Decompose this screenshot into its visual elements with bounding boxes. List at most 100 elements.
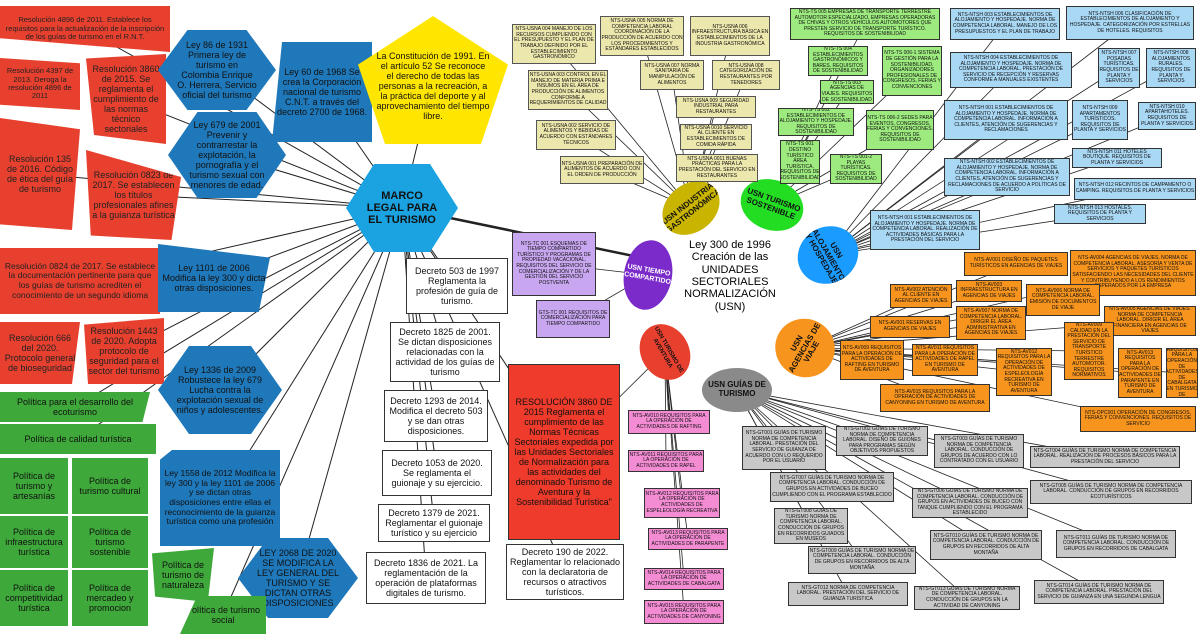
green-node-competitividad: Política de competitividad turística — [0, 570, 68, 626]
nts-av003: NTS-AV003 INFRAESTRUCTURA EN AGENCIAS DE… — [956, 280, 1022, 302]
connector-11 — [219, 207, 403, 499]
nts-usna-008: NTS-USNA 008 CATEGORIZACIÓN DE RESTAURAN… — [712, 60, 780, 90]
nts-gt013: NTS-GT013 GUÍAS DE TURISMO NORMA DE COMP… — [914, 586, 1020, 610]
nts-av011: NTS-AV011 REQUISITOS PARA LA OPERACIÓN D… — [912, 344, 978, 376]
usn-guias: USN GUÍAS DE TURISMO — [702, 368, 772, 412]
decreto-1293: Decreto 1293 de 2014. Modifica el decret… — [384, 390, 488, 442]
nts-ntsh-010: NTS-NTSH 010 APARTAHOTELES. REQUISITOS D… — [1138, 102, 1196, 130]
nts-gt011: NTS-GT011 GUÍAS DE TURISMO NORMA DE COMP… — [1056, 530, 1176, 558]
green-node-ecoturismo: Política para el desarrollo del ecoturis… — [0, 392, 150, 422]
nts-ntsh-003: NTS-NTSH 003 ESTABLECIMIENTOS DE ALOJAMI… — [950, 8, 1060, 40]
nts-av001-diseno: NTS-AV001 DISEÑO DE PAQUETES TURÍSTICOS … — [964, 252, 1068, 276]
gts-tc-001: GTS-TC 001 REQUISITOS DE COMERCIALIZACIÓ… — [536, 300, 610, 338]
decreto-503: Decreto 503 de 1997 Reglamenta la profes… — [406, 258, 508, 314]
nts-ntsh-004: NTS-NTSH 004 ESTABLECIMIENTOS DE ALOJAMI… — [950, 52, 1072, 88]
nts-ntsh-011: NTS-NTSH 011 HOTELES BOUTIQUE. REQUISITO… — [1072, 148, 1162, 168]
connector-84 — [736, 389, 1117, 545]
green-node-naturaleza: Política de turismo de naturaleza — [152, 548, 214, 602]
nts-av011-pink: NTS-AV011 REQUISITOS PARA LA OPERACIÓN D… — [628, 450, 704, 472]
nts-usna-001: NTS-USNA 001 PREPARACIÓN DE ALIMENTOS DE… — [560, 156, 644, 184]
blue-node-ley60: Ley 60 de 1968 Se crea la Corporación na… — [272, 42, 372, 142]
green-node-infraestructura: Política de infraestructura turística — [0, 516, 68, 568]
nts-gt003: NTS-GT003 GUÍAS DE TURISMO NORMA DE COMP… — [934, 434, 1024, 468]
nts-av012: NTS-AV012 REQUISITOS PARA LA OPERACIÓN D… — [996, 348, 1052, 396]
nts-av006: NTS-AV006 NORMA DE COMPETENCIA LABORAL. … — [1026, 284, 1100, 316]
green-node-sostenible: Política de turismo sostenible — [72, 516, 148, 568]
nts-av015-pink: NTS-AV015 REQUISITOS PARA LA OPERACIÓN D… — [644, 600, 724, 624]
red-node-8: Resolución 1443 de 2020. Adopta protocol… — [84, 318, 164, 384]
nts-av013: NTS-AV013 REQUISITOS PARA LA OPERACIÓN D… — [1118, 348, 1162, 398]
nts-ntsh-008: NTS-NTSH 008 ALOJAMIENTOS RURALES. REQUI… — [1146, 48, 1196, 88]
nts-av013-pink: NTS-AV013 REQUISITOS PARA LA OPERACIÓN D… — [648, 528, 728, 550]
resolucion-3860-node: RESOLUCIÓN 3860 DE 2015 Reglamenta el cu… — [508, 364, 620, 540]
nts-av001-reservas: NTS-AV001 RESERVAS EN AGENCIAS DE VIAJES — [870, 316, 950, 338]
green-node-mercadeo: Política de mercadeo y promocion — [72, 570, 148, 626]
nts-ts-002: NTS-TS 002 ESTABLECIMIENTOS DE ALOJAMIEN… — [778, 108, 854, 136]
nts-av014-pink: NTS-AV014 REQUISITOS PARA LA OPERACIÓN D… — [644, 568, 724, 590]
nts-usna-009: NTS-USNA 009 SEGURIDAD INDUSTRIAL PARA R… — [676, 96, 756, 118]
nts-av012-pink: NTS-AV012 REQUISITOS PARA LA OPERACIÓN D… — [644, 488, 720, 518]
nts-usna-002: NTS-USNA 002 SERVICIO DE ALIMENTOS Y BEB… — [536, 120, 616, 150]
nts-av005: NTS-AV005 AGENCIAS DE VIAJES. NORMA DE C… — [1104, 306, 1196, 336]
nts-ntsh-001b: NTS-NTSH 001 ESTABLECIMIENTOS DE ALOJAMI… — [870, 210, 980, 250]
nts-gt008: NTS-GT008 GUÍAS DE TURISMO NORMA DE COMP… — [774, 508, 848, 544]
nts-opc001: NTS-OPC001 OPERACIÓN DE CONGRESOS, FERIA… — [1080, 406, 1196, 432]
nts-ts-006-1: NTS-TS 006-1 SISTEMA DE GESTIÓN PARA LA … — [882, 46, 942, 96]
nts-usna-007: NTS-USNA 007 NORMA SANITARIA DE MANIPULA… — [640, 60, 704, 90]
connector-12 — [297, 207, 403, 579]
green-node-artesanias: Política de turismo y artesanías — [0, 458, 68, 514]
nts-av009-rafting: NTS-AV009 REQUISITOS PARA LA OPERACIÓN D… — [840, 340, 904, 380]
red-node-4: Resolución 135 de 2016. Código de ética … — [0, 118, 80, 230]
nts-gt007: NTS-GT007 GUÍAS DE TURISMO NORMA DE COMP… — [770, 472, 894, 502]
nts-ntsh-001a: NTS-NTSH 001 ESTABLECIMIENTOS DE ALOJAMI… — [944, 100, 1068, 140]
green-node-cultural: Política de turismo cultural — [72, 458, 148, 514]
nts-gt012: NTS-GT012 NORMA DE COMPETENCIA LABORAL. … — [788, 582, 908, 606]
nts-av014: NTS-AV014 REQUISITOS PARA LA OPERACIÓN D… — [1166, 348, 1198, 398]
nts-gt004: NTS-GT004 GUÍAS DE TURISMO NORMA DE COMP… — [1030, 446, 1180, 468]
nts-av004: NTS-AV004 AGENCIAS DE VIAJES. NORMA DE C… — [1070, 250, 1196, 296]
nts-ts-001-2: NTS-TS 001-2 PLAYAS TURÍSTICAS. REQUISIT… — [830, 154, 882, 184]
decreto-190: Decreto 190 de 2022. Reglamentar lo rela… — [506, 544, 624, 600]
nts-ts-006-2: NTS-TS 006-2 SEDES PARA EVENTOS, CONGRES… — [866, 110, 934, 150]
red-node-3: Resolución 3860 de 2015. Se reglamenta e… — [86, 54, 166, 144]
nts-ntsh-007: NTS-NTSH 007 POSADAS TURÍSTICAS. REQUISI… — [1098, 48, 1140, 88]
decreto-1825: Decreto 1825 de 2001. Se dictan disposic… — [390, 322, 500, 382]
nts-av007: NTS-AV007 NORMA DE COMPETENCIA LABORAL. … — [956, 306, 1026, 340]
nts-av002: NTS-AV002 ATENCIÓN AL CLIENTE EN AGENCIA… — [890, 284, 952, 308]
nts-gt002: NTS-GT002 GUÍAS DE TURISMO NORMA DE COMP… — [836, 426, 928, 456]
nts-ts-001: NTS-TS 001 DESTINO TURÍSTICO ÁREA TURÍST… — [780, 140, 820, 184]
green-node-calidad: Política de calidad turística — [0, 424, 156, 454]
nts-tc-001: NTS-TC 001 ESQUEMAS DE TIEMPO COMPARTIDO… — [512, 232, 596, 296]
nts-ntsh-012: NTS-NTSH 012 RECINTOS DE CAMPAMENTO O CA… — [1074, 178, 1196, 200]
nts-ntsh-002: NTS-NTSH 002 ESTABLECIMIENTOS DE ALOJAMI… — [944, 158, 1070, 196]
red-node-7: Resolución 666 del 2020. Protocolo gener… — [0, 322, 80, 384]
nts-gt005: NTS-GT005 GUÍAS DE TURISMO NORMA DE COMP… — [1030, 480, 1192, 504]
nts-ntsh-013: NTS-NTSH 013 HOSTALES. REQUISITOS DE PLA… — [1054, 204, 1146, 224]
nts-ntsh-006: NTS-NTSH 006 CLASIFICACIÓN DE ESTABLECIM… — [1066, 6, 1194, 40]
nts-usna-0011: NTS-USNA 0011 BUENAS PRÁCTICAS PARA LA P… — [676, 154, 758, 182]
connector-15 — [222, 207, 403, 616]
nts-av009-calidad: NTS-AV009 CALIDAD EN LA PRESTACIÓN DEL S… — [1064, 322, 1114, 380]
nts-usna-003: NTS-USNA 003 CONTROL EN EL MANEJO DE MAT… — [528, 70, 608, 110]
nts-av015: NTS-AV015 REQUISITOS PARA LA OPERACIÓN D… — [880, 384, 990, 412]
nts-usna-006: NTS-USNA 006 INFRAESTRUCTURA BÁSICA EN E… — [690, 16, 770, 56]
decreto-1379: Decreto 1379 de 2021. Reglamentar el gui… — [378, 504, 490, 542]
nts-gt006: NTS-GT006 GUÍAS DE TURISMO NORMA DE COMP… — [912, 488, 1028, 518]
nts-usna-0010: NTS-USNA 0010 SERVICIO AL CLIENTE EN EST… — [680, 124, 752, 150]
red-node-2: Resolución 4397 de 2013. Deroga la resol… — [0, 58, 80, 110]
nts-gt010: NTS-GT010 GUÍAS DE TURISMO NORMA DE COMP… — [930, 530, 1042, 560]
nts-ts-003: NTS-TS 003 AGENCIAS DE VIAJES. REQUISITO… — [820, 80, 874, 104]
connector-77 — [736, 389, 1106, 458]
decreto-1053: Decreto 1053 de 2020. Se reglamenta el g… — [382, 450, 492, 496]
nts-gt001: NTS-GT001 GUÍAS DE TURISMO NORMA DE COMP… — [742, 426, 826, 470]
nts-ntsh-009: NTS-NTSH 009 APARTAMENTOS TURÍSTICOS. RE… — [1072, 100, 1128, 140]
decreto-1836: Decreto 1836 de 2021. La reglamentación … — [366, 552, 486, 604]
nts-usna-005: NTS-USNA 005 NORMA DE COMPETENCIA LABORA… — [600, 16, 684, 56]
red-node-6: Resolución 0824 de 2017. Se establece la… — [0, 248, 160, 314]
blue-node-ley1558: Ley 1558 de 2012 Modifica la ley 300 y l… — [160, 450, 280, 546]
nts-gt014: NTS-GT014 GUÍAS DE TURISMO NORMA DE COMP… — [1034, 580, 1164, 604]
connector-50 — [827, 119, 1007, 256]
nts-av010-pink: NTS-AV010 REQUISITOS PARA LA OPERACIÓN D… — [628, 410, 710, 434]
nts-usna-004: NTS-USNA 004 MANEJO DE LOS RECURSOS CUMP… — [512, 24, 596, 64]
